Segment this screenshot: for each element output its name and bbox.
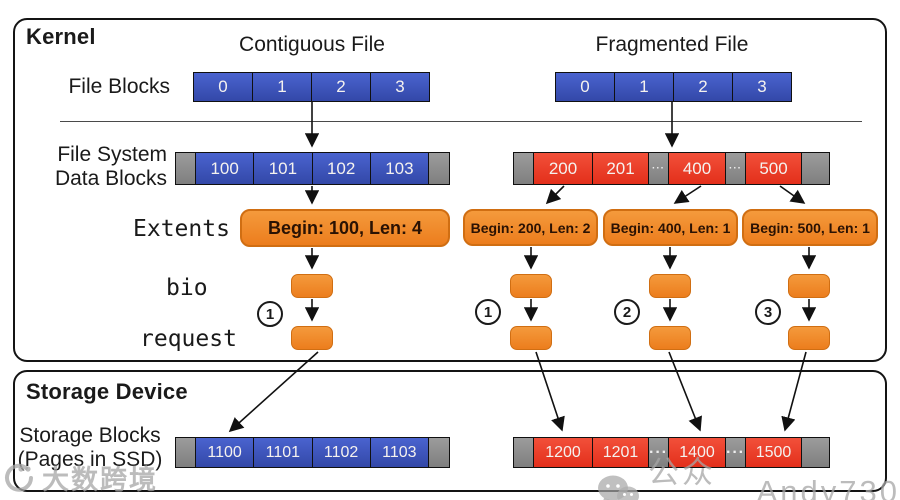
- data-block: 102: [312, 153, 371, 184]
- extents-label: Extents: [133, 216, 230, 242]
- data-block: 103: [370, 153, 429, 184]
- bio-box: [788, 274, 830, 298]
- contiguous-storage-blocks-row: 1100 1101 1102 1103: [175, 437, 450, 468]
- data-block: 200: [534, 153, 593, 184]
- storage-block: 1400: [669, 438, 726, 467]
- fragmented-data-blocks-row: 200 201 ··· 400 ··· 500: [513, 152, 830, 185]
- storage-blocks-label: Storage Blocks (Pages in SSD): [10, 424, 170, 472]
- wechat-icon: [598, 475, 639, 500]
- storage-blocks-label-line2: (Pages in SSD): [17, 448, 163, 471]
- request-box: [510, 326, 552, 350]
- queue-number-badge: 1: [257, 301, 283, 327]
- file-block: 2: [674, 73, 733, 101]
- storage-blocks-label-line1: Storage Blocks: [19, 424, 161, 447]
- request-label: request: [140, 326, 237, 352]
- storage-device-panel: [13, 370, 887, 492]
- storage-block: 1500: [746, 438, 802, 467]
- gray-cap: [514, 153, 534, 184]
- fs-data-blocks-label: File System Data Blocks: [25, 143, 167, 191]
- request-box: [788, 326, 830, 350]
- gray-cap: [176, 153, 196, 184]
- file-block: 0: [556, 73, 615, 101]
- fragmented-storage-blocks-row: 1200 1201 ··· 1400 ··· 1500: [513, 437, 830, 468]
- kernel-title: Kernel: [26, 24, 96, 49]
- storage-block: 1200: [534, 438, 593, 467]
- bio-box: [291, 274, 333, 298]
- data-block: 400: [669, 153, 726, 184]
- fragmented-file-header: Fragmented File: [595, 33, 749, 56]
- request-box: [649, 326, 691, 350]
- queue-number-badge: 2: [614, 299, 640, 325]
- storage-block: 1201: [593, 438, 649, 467]
- gray-cap: [514, 438, 534, 467]
- bio-label: bio: [166, 275, 208, 301]
- file-block: 1: [253, 73, 312, 101]
- watermark-account-text: 公众号: [648, 455, 716, 490]
- file-block: 3: [371, 73, 429, 101]
- storage-device-title: Storage Device: [26, 379, 188, 404]
- watermark-left-text: 大数跨境: [42, 465, 158, 495]
- file-block: 2: [312, 73, 371, 101]
- fs-data-blocks-label-line2: Data Blocks: [54, 167, 167, 190]
- storage-block: 1102: [312, 438, 371, 467]
- extent-box: Begin: 200, Len: 2: [463, 209, 598, 246]
- contiguous-data-blocks-row: 100 101 102 103: [175, 152, 450, 185]
- gray-cap: [176, 438, 196, 467]
- file-block: 1: [615, 73, 674, 101]
- file-block: 3: [733, 73, 791, 101]
- contiguous-file-blocks-row: 0 1 2 3: [193, 72, 430, 102]
- watermark-name-text: Andy730: [756, 474, 900, 500]
- fragmented-file-blocks-row: 0 1 2 3: [555, 72, 792, 102]
- queue-number-badge: 1: [475, 299, 501, 325]
- storage-block: 1103: [370, 438, 429, 467]
- fs-data-blocks-label-line1: File System: [57, 143, 167, 166]
- contiguous-file-header: Contiguous File: [239, 33, 385, 56]
- storage-block: 1100: [196, 438, 255, 467]
- data-block: 101: [254, 153, 313, 184]
- extent-box: Begin: 500, Len: 1: [742, 209, 878, 246]
- file-blocks-label: File Blocks: [68, 75, 170, 98]
- watermark-left: 大数跨境: [4, 458, 158, 497]
- extent-box: Begin: 100, Len: 4: [240, 209, 450, 247]
- ellipsis-gap: ···: [649, 153, 669, 184]
- gray-cap: [802, 438, 829, 467]
- data-block: 100: [196, 153, 255, 184]
- gray-cap: [802, 153, 829, 184]
- ellipsis-gap: ···: [726, 153, 746, 184]
- request-box: [291, 326, 333, 350]
- gray-cap: [429, 153, 449, 184]
- data-block: 500: [746, 153, 802, 184]
- data-block: 201: [593, 153, 649, 184]
- ellipsis-gap: ···: [726, 438, 746, 467]
- extent-box: Begin: 400, Len: 1: [603, 209, 738, 246]
- ellipsis-gap: ···: [649, 438, 669, 467]
- gray-cap: [429, 438, 449, 467]
- storage-block: 1101: [254, 438, 313, 467]
- queue-number-badge: 3: [755, 299, 781, 325]
- watermark-left-logo-icon: [5, 463, 33, 492]
- file-block: 0: [194, 73, 253, 101]
- bio-box: [649, 274, 691, 298]
- watermark-right: 公众号 Andy730: [596, 447, 900, 500]
- kernel-separator-line: [60, 121, 862, 122]
- bio-box: [510, 274, 552, 298]
